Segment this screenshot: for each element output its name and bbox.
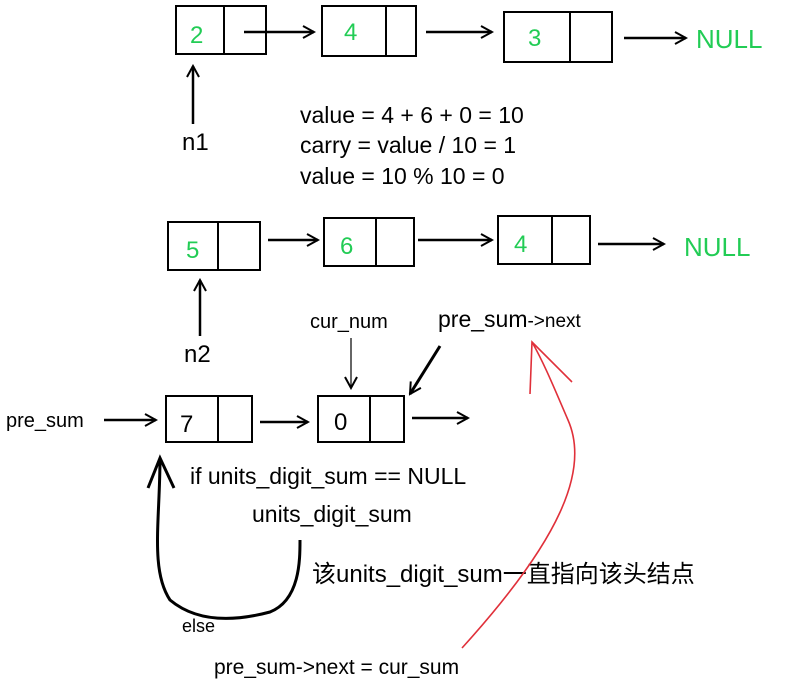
list2: 5 6 4 NULL n2 — [168, 216, 750, 368]
list2-node-2: 6 — [324, 218, 414, 266]
list1-node-1-value: 2 — [190, 22, 203, 49]
list2-node-1: 5 — [168, 222, 260, 270]
list2-node-2-value: 6 — [340, 233, 353, 260]
assign-label: pre_sum->next = cur_sum — [214, 656, 459, 679]
list1-node-2-value: 4 — [344, 19, 357, 46]
list2-node-3: 4 — [498, 216, 590, 264]
list1-node-3: 3 — [504, 12, 612, 62]
cur-num-label: cur_num — [310, 311, 388, 333]
head-pointer-note: 该units_digit_sum一直指向该头结点 — [312, 561, 695, 588]
calculation-block: value = 4 + 6 + 0 = 10 carry = value / 1… — [300, 102, 524, 189]
list1-null-label: NULL — [696, 24, 762, 54]
list2-node-1-value: 5 — [186, 237, 199, 264]
units-digit-sum-label: units_digit_sum — [252, 501, 412, 527]
list1-node-3-value: 3 — [528, 25, 541, 52]
list1-node-1: 2 — [176, 6, 266, 54]
else-label: else — [182, 616, 215, 636]
calc-line-value-sum: value = 4 + 6 + 0 = 10 — [300, 102, 524, 128]
result-list: pre_sum 7 0 cur_num pre_sum->next if uni… — [6, 306, 695, 679]
result-node-2: 0 — [318, 396, 404, 442]
pre-sum-label: pre_sum — [6, 410, 84, 432]
result-node-1-value: 7 — [180, 411, 193, 438]
pre-sum-next-label: pre_sum->next — [438, 306, 582, 332]
n1-label: n1 — [182, 129, 209, 156]
result-node-2-value: 0 — [334, 409, 347, 436]
assign-red-arrowhead — [530, 342, 572, 394]
calc-line-carry: carry = value / 10 = 1 — [300, 132, 516, 158]
assign-red-arrow — [462, 342, 575, 648]
calc-line-value-mod: value = 10 % 10 = 0 — [300, 163, 505, 189]
pre-sum-next-arrow — [410, 346, 440, 394]
n2-label: n2 — [184, 341, 211, 368]
result-node-1: 7 — [166, 396, 252, 442]
else-loop-curve — [158, 458, 301, 619]
list1-node-2: 4 — [322, 6, 416, 56]
list1: 2 4 3 NULL n1 — [176, 6, 762, 156]
else-loop-arrowhead — [148, 458, 174, 488]
list2-node-3-value: 4 — [514, 231, 527, 258]
list2-null-label: NULL — [684, 232, 750, 262]
if-condition-label: if units_digit_sum == NULL — [190, 463, 466, 489]
